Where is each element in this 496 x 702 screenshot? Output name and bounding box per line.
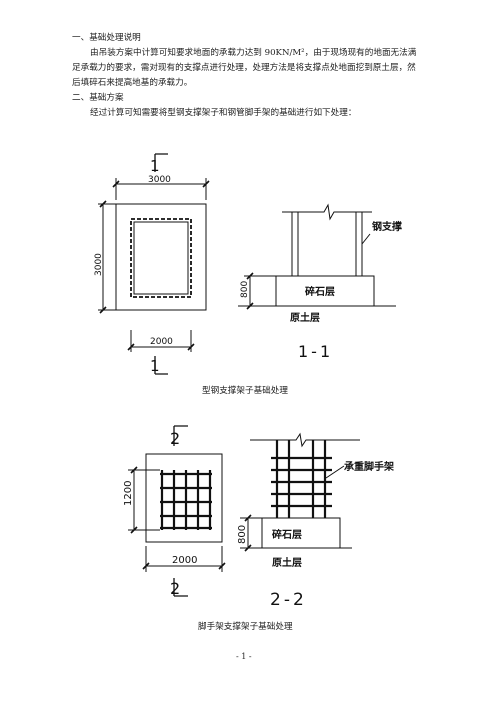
paragraph-1-line-2: 足承载力的要求，需对现有的支撑点进行处理，处理方法是将支撑点处地面挖到原土层，然 (72, 63, 416, 73)
dimension-bottom: 2000 (150, 337, 173, 347)
section-mark-2-bottom: 2 (170, 579, 180, 598)
dimension-height: 800 (237, 525, 248, 544)
label-steel-support: 钢支撑 (372, 220, 402, 233)
paragraph-2: 经过计算可知需要将型钢支撑架子和钢管脚手架的基础进行如下处理： (90, 108, 357, 118)
caption-2: 脚手架支撑架子基础处理 (198, 622, 293, 632)
label-gravel-layer: 碎石层 (305, 285, 335, 298)
section-mark-1-bottom: 1 (150, 357, 160, 375)
caption-1: 型钢支撑架子基础处理 (202, 386, 288, 396)
dimension-left: 1200 (123, 481, 134, 506)
paragraph-1-line-1: 由吊装方案中计算可知要求地面的承载力达到 90KN/M²，由于现场现有的地面无法… (90, 48, 417, 58)
section-mark-2-top: 2 (170, 429, 180, 448)
dimension-top: 3000 (148, 175, 171, 185)
label-original-soil: 原土层 (290, 311, 320, 324)
label-gravel-layer: 碎石层 (272, 528, 302, 541)
label-scaffold: 承重脚手架 (344, 460, 394, 473)
paragraph-1-line-3: 后填碎石来提高地基的承载力。 (72, 78, 193, 88)
section-mark-1-top: 1 (150, 157, 160, 175)
section-title-1-1: 1-1 (298, 342, 333, 361)
dimension-height: 800 (240, 281, 250, 298)
label-original-soil: 原土层 (272, 556, 302, 569)
page-number: - 1 - (236, 652, 252, 661)
dimension-left: 3000 (94, 253, 104, 276)
heading-2: 二、基础方案 (72, 93, 124, 103)
dimension-bottom: 2000 (172, 555, 197, 566)
section-title-2-2: 2-2 (270, 590, 307, 610)
heading-1: 一、基础处理说明 (72, 33, 141, 43)
